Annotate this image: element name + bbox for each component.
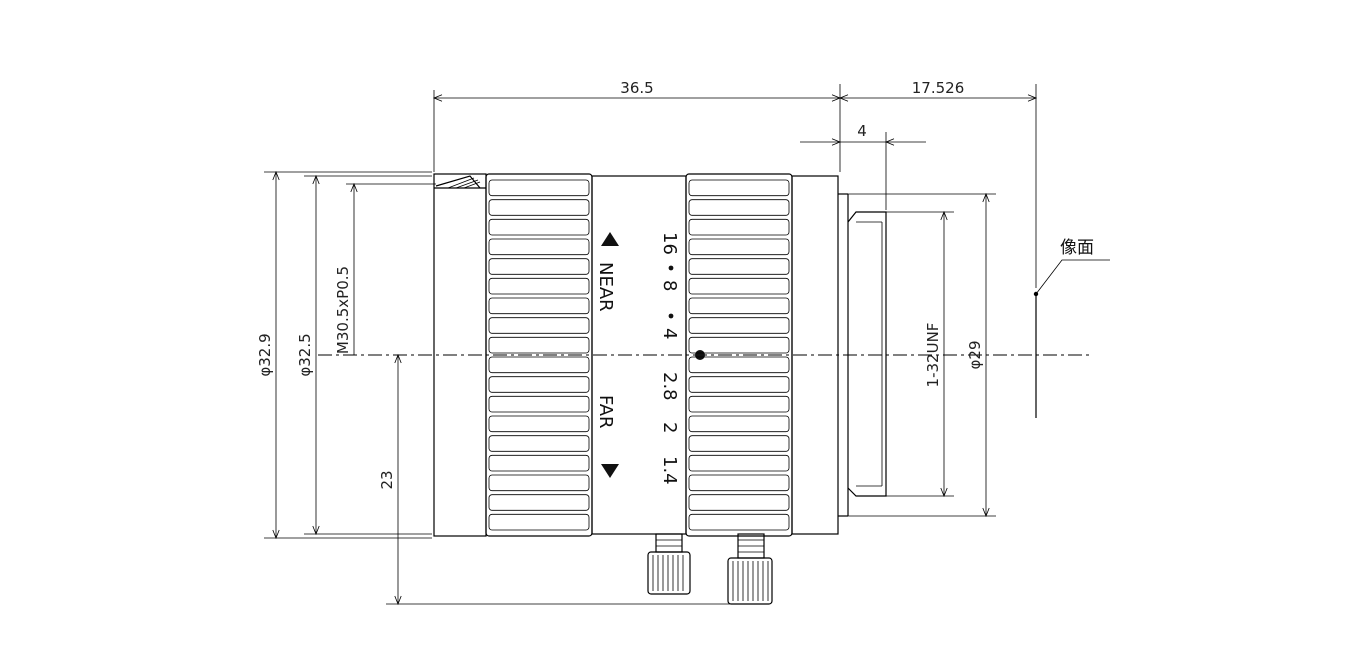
f-stop-label: 4	[659, 328, 680, 339]
triangle-up-icon	[601, 232, 619, 246]
dim-length-front: 36.5	[620, 79, 653, 97]
near-label: NEAR	[595, 262, 616, 312]
dim-back-focal: 17.526	[912, 79, 965, 97]
knurl-ridge	[688, 513, 790, 531]
knurl-ridge	[488, 435, 590, 452]
dim-filter-thread: M30.5xP0.5	[334, 266, 352, 354]
f-stop-label: 8	[659, 280, 680, 291]
knurl-ridge	[488, 179, 590, 197]
image-plane: 像面	[1033, 238, 1110, 418]
knurl-ridge	[488, 317, 590, 334]
knurl-ridge	[688, 297, 790, 315]
image-plane-label: 像面	[1060, 238, 1094, 258]
knurl-ridge	[688, 415, 790, 433]
knurl-ridge	[688, 179, 790, 197]
dimension-labels: 36.5 17.526 4 φ32.9 φ32.5 M30.5xP0.5 23 …	[256, 79, 984, 490]
knurl-ridge	[488, 238, 590, 256]
scale-band: NEAR FAR 16 8 4 2.8 2 1.4	[591, 175, 705, 535]
knurl-ridge	[488, 258, 590, 275]
dim-screw-height: 23	[378, 470, 396, 489]
f-stop-label: 2.8	[659, 372, 680, 401]
knurl-ridge	[488, 395, 590, 413]
knurl-ridge	[488, 336, 590, 354]
knurl-ridge	[688, 395, 790, 413]
knurl-ridge	[488, 218, 590, 236]
knurl-ridge	[488, 297, 590, 315]
knurl-ridge	[688, 238, 790, 256]
rear-body	[791, 175, 887, 535]
dim-outer-diameter: φ32.9	[256, 333, 274, 376]
knurl-ridge	[688, 454, 790, 472]
knurl-ridge	[688, 258, 790, 275]
f-stop-label: 1.4	[659, 456, 680, 485]
knurl-ridge	[688, 376, 790, 393]
knurl-ridge	[688, 474, 790, 492]
dim-mount-diameter: φ29	[966, 341, 984, 370]
dim-body-diameter: φ32.5	[296, 333, 314, 376]
triangle-down-icon	[601, 464, 619, 478]
knurl-ridge	[488, 415, 590, 433]
far-label: FAR	[595, 395, 616, 429]
knurl-ridge	[488, 199, 590, 216]
knurl-ridge	[688, 494, 790, 511]
f-stop-label: 16	[659, 232, 680, 255]
dimension-lines	[272, 94, 1038, 606]
dim-mount-depth: 4	[857, 122, 867, 140]
extension-lines	[264, 84, 1037, 605]
knurl-ridge	[688, 199, 790, 216]
iris-lock-screw	[727, 533, 773, 605]
knurl-ridge	[688, 356, 790, 374]
dim-mount-thread: 1-32UNF	[924, 323, 942, 388]
aperture-scale: 16 8 4 2.8 2 1.4	[659, 232, 680, 485]
knurl-ridge	[488, 454, 590, 472]
f-stop-label: 2	[659, 422, 680, 433]
knurl-ridge	[688, 218, 790, 236]
index-dot	[695, 350, 705, 360]
knurl-ridge	[688, 317, 790, 334]
knurl-ridge	[488, 376, 590, 393]
knurl-ridge	[688, 277, 790, 295]
scale-dot	[668, 313, 674, 319]
knurl-ridge	[488, 474, 590, 492]
scale-dot	[668, 265, 674, 271]
knurl-ridge	[488, 494, 590, 511]
knurl-ridge	[488, 513, 590, 531]
knurl-ridge	[688, 336, 790, 354]
knurl-ridge	[688, 435, 790, 452]
focus-lock-screw	[647, 533, 691, 595]
knurl-ridge	[488, 356, 590, 374]
iris-ring	[685, 173, 793, 537]
knurl-ridge	[488, 277, 590, 295]
focus-ring	[485, 173, 593, 537]
